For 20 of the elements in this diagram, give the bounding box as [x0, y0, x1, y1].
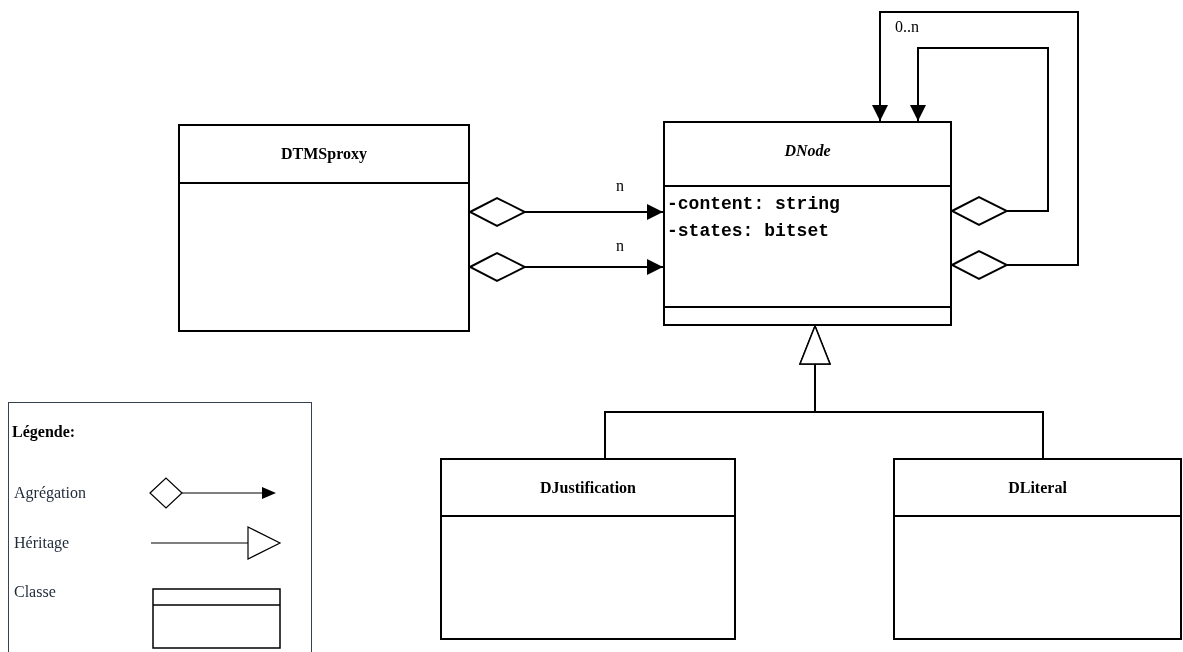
aggregation-arrow: [469, 197, 664, 227]
class-name: DTMSproxy: [281, 146, 367, 162]
class-name: DJustification: [540, 480, 636, 496]
class-box: [440, 458, 736, 640]
class-name: DLiteral: [1008, 480, 1067, 496]
attribute-text: -content: string: [667, 193, 840, 216]
legend-heading: Légende:: [12, 424, 76, 440]
aggregation-arrow: [910, 47, 1049, 226]
class-box: [663, 121, 952, 326]
legend-text: Héritage: [14, 535, 70, 551]
inheritance-arrow: [799, 325, 1044, 459]
class-box: [178, 124, 470, 332]
aggregation-arrow: [469, 252, 664, 282]
legend-text: Agrégation: [14, 485, 86, 501]
attribute-text: -states: bitset: [667, 219, 830, 242]
multiplicity-label: 0..n: [893, 19, 921, 35]
class-box: [893, 458, 1182, 640]
aggregation-arrow: [872, 11, 1079, 280]
legend-text: Classe: [14, 584, 56, 600]
class-name: DNode: [784, 143, 831, 159]
